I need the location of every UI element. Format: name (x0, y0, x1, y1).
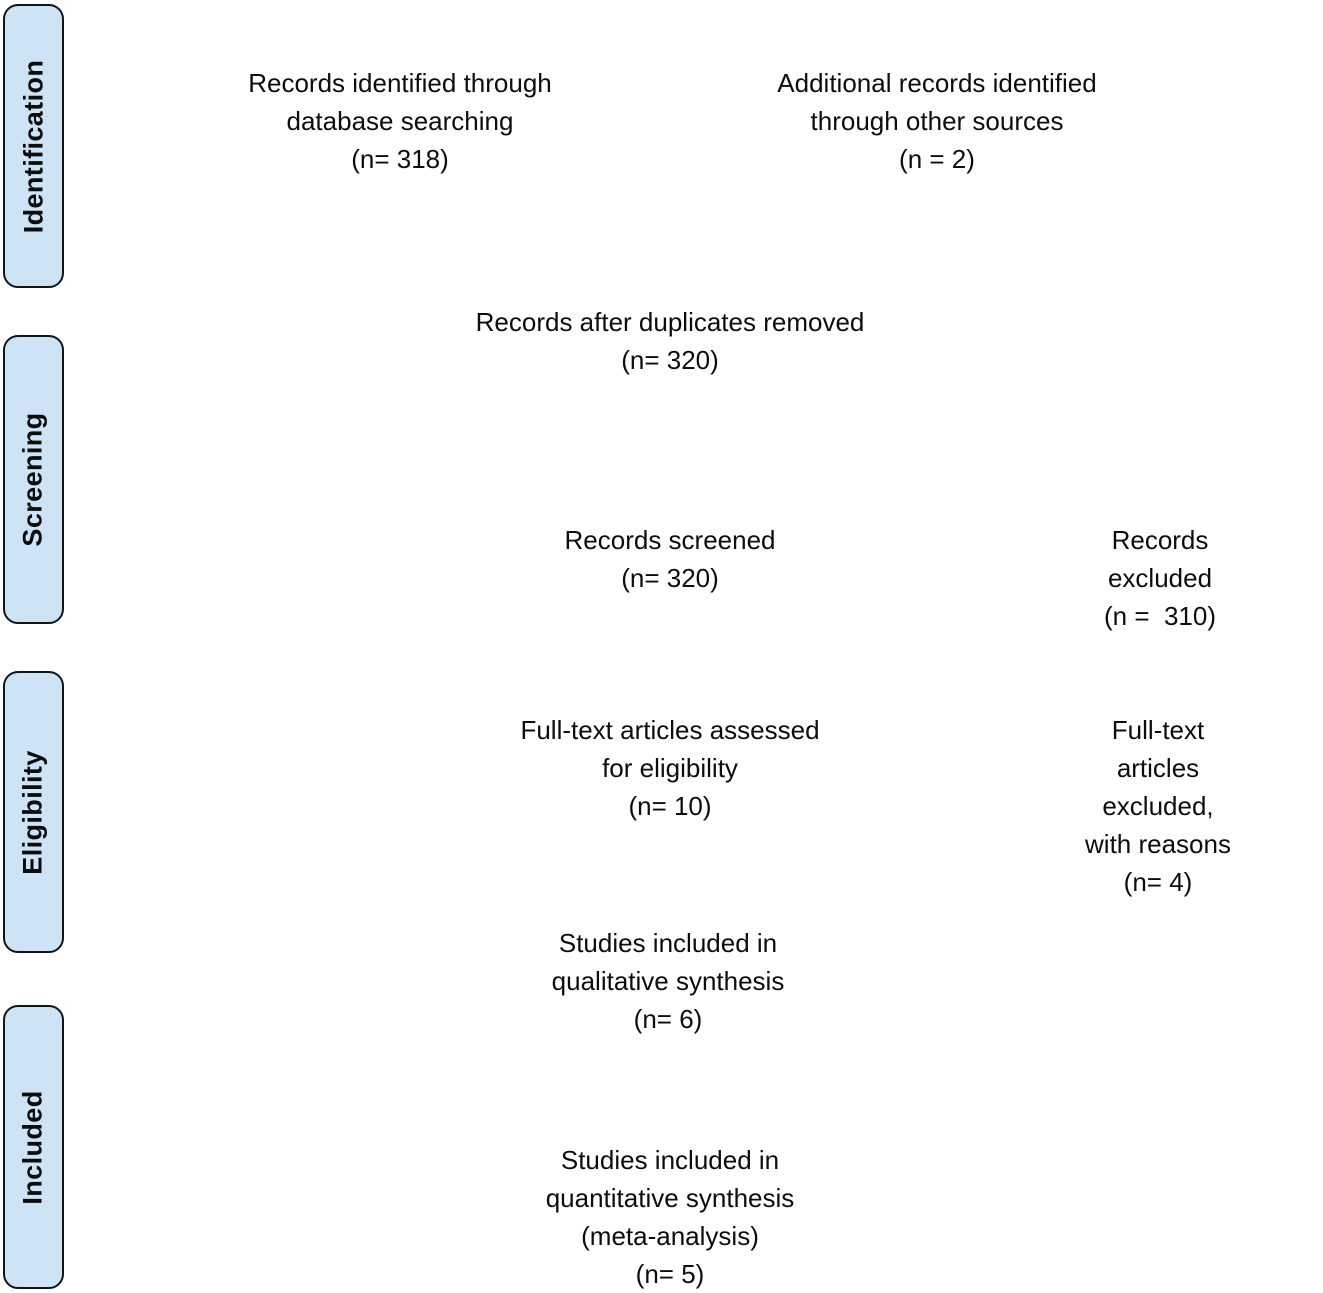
node-studies-quantitative-synthesis: Studies included in quantitative synthes… (545, 1145, 795, 1289)
stage-label-screening: Screening (18, 412, 48, 547)
stage-label-identification: Identification (18, 59, 49, 233)
node-fulltext-articles-excluded: Full-text articles excluded, with reason… (1085, 715, 1231, 897)
node-records-after-duplicates-removed: Records after duplicates removed (n= 320… (475, 307, 865, 375)
node-fulltext-articles-assessed: Full-text articles assessed for eligibil… (520, 715, 820, 821)
stage-box-included: Included (3, 1005, 64, 1289)
stage-box-screening: Screening (3, 335, 64, 624)
stage-label-eligibility: Eligibility (18, 749, 49, 875)
node-studies-qualitative-synthesis: Studies included in qualitative synthesi… (551, 928, 785, 1034)
node-records-screened: Records screened (n= 320) (564, 525, 776, 593)
stage-label-included: Included (18, 1089, 48, 1205)
stage-box-identification: Identification (3, 4, 64, 288)
stage-box-eligibility: Eligibility (3, 671, 64, 953)
node-additional-records-other-sources: Additional records identified through ot… (777, 68, 1097, 174)
node-records-identified-database: Records identified through database sear… (248, 68, 552, 174)
node-records-excluded: Records excluded (n = 310) (1103, 525, 1216, 631)
